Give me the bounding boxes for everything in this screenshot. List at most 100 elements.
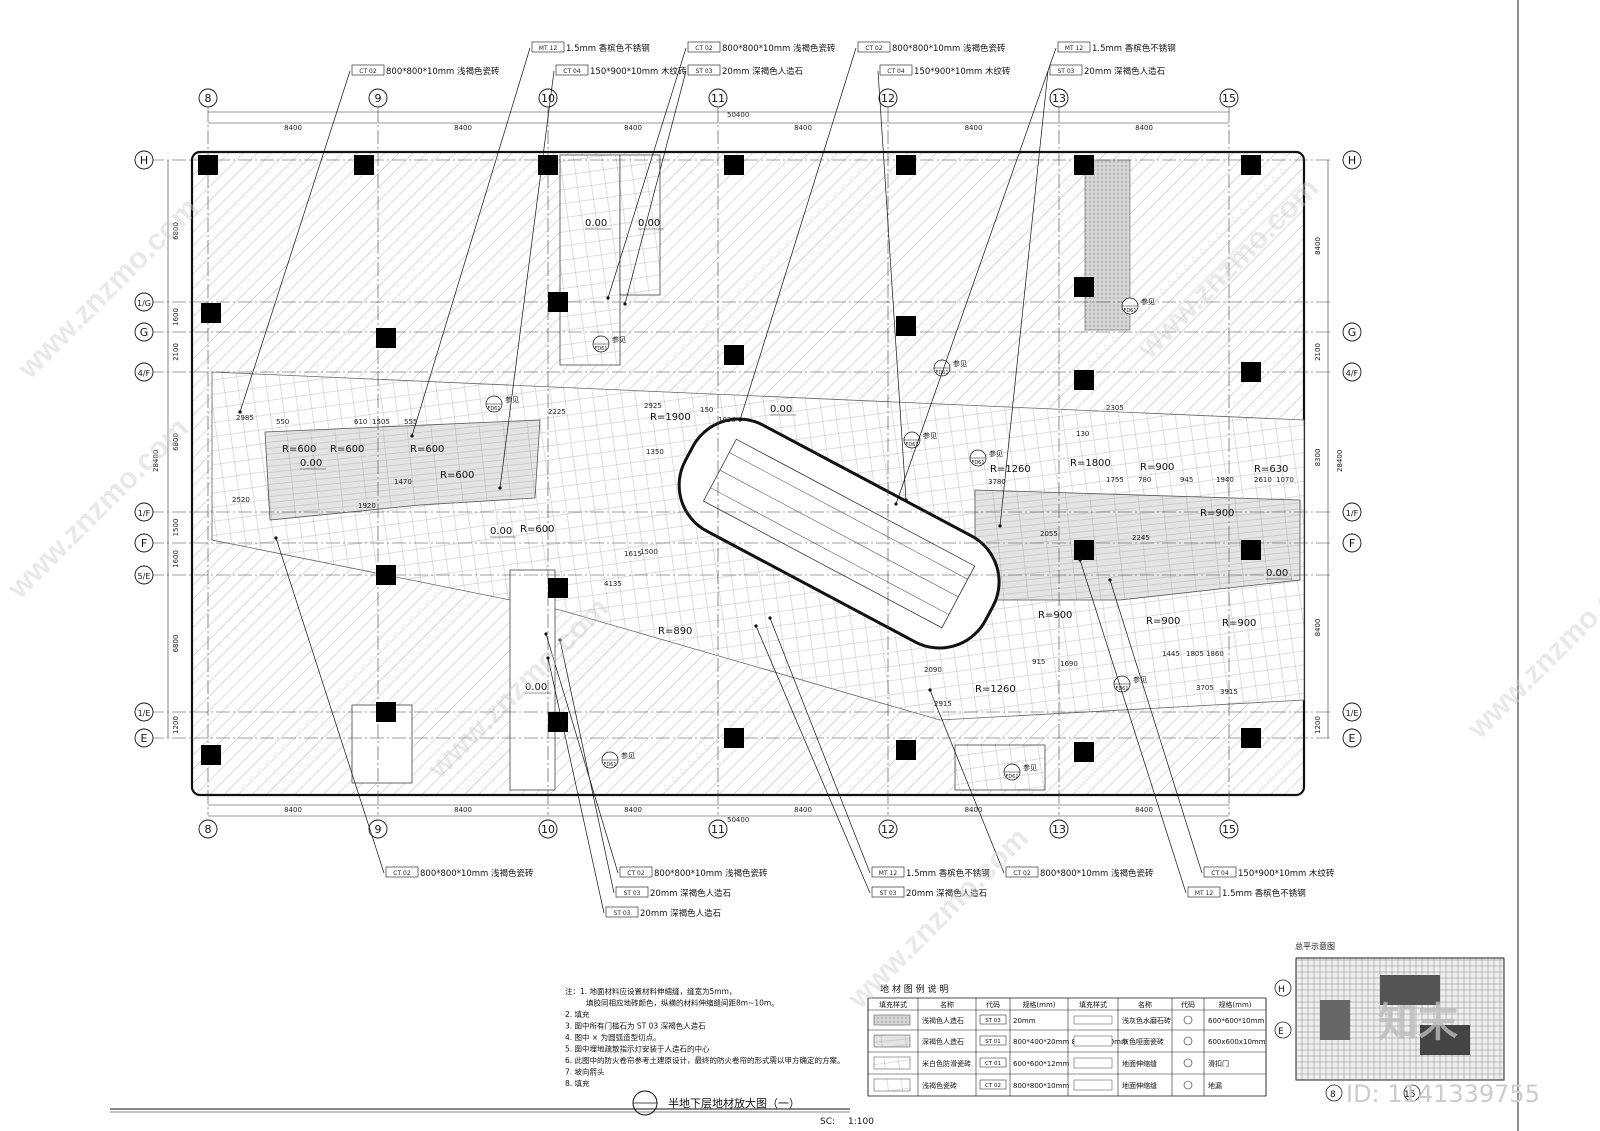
radius-label: R=1260 (990, 464, 1031, 475)
total-dim-top: 50400 (727, 111, 749, 119)
plan-dim: 2985 (236, 414, 254, 422)
note-line: 3. 图中所有门槛石为 ST 03 深褐色人造石 (565, 1021, 706, 1031)
row-dim-left: 1600 (172, 308, 180, 326)
legend-spec-2: 地漏 (1208, 1081, 1222, 1090)
column-block (538, 155, 558, 175)
legend-header: 规格(mm) (1022, 1000, 1055, 1009)
plan-dim: 2915 (934, 700, 952, 708)
axis-bubble-col-9-bottom: 9 (368, 819, 388, 839)
svg-text:1/G: 1/G (137, 299, 151, 308)
radius-label: R=890 (658, 626, 692, 637)
watermark-site-6: www.znzmo.com (1461, 552, 1600, 746)
radius-label: R=1260 (975, 684, 1016, 695)
row-dim-left: 6800 (172, 222, 180, 240)
plan-dim: 2305 (1106, 404, 1124, 412)
legend-header: 填充样式 (1079, 1000, 1107, 1009)
column-block (198, 155, 218, 175)
axis-label: 11 (711, 92, 725, 105)
general-notes: 注：1. 地面材料应设置材料伸缩缝，缝宽为5mm，填胶同相应地砖颜色，纵横的材料… (565, 986, 845, 1088)
level-label: 0.00 (770, 404, 792, 415)
legend-title: 地 材 图 例 说 明 (880, 983, 948, 995)
note-line: 8. 填充 (565, 1078, 590, 1088)
key-plan-col-8: 8 (1330, 1090, 1336, 1100)
column-block (896, 316, 916, 336)
plan-dim: 2245 (1132, 534, 1150, 542)
plan-dim: 2520 (232, 496, 250, 504)
material-callout-top-1: MT 12 1.5mm 香槟色不锈钢 (410, 41, 650, 438)
legend-spec-2: 600x600x10mm (1208, 1038, 1266, 1046)
bay-dim-top: 8400 (284, 124, 302, 132)
callout-text: 1.5mm 香槟色不锈钢 (906, 868, 990, 879)
axis-label: 15 (1222, 823, 1236, 836)
callout-text: 20mm 深褐色人造石 (640, 908, 721, 919)
legend-name: 浅褐色瓷砖 (922, 1081, 957, 1090)
plan-dim: 1470 (394, 478, 412, 486)
level-label: 0.00 (490, 526, 512, 537)
plan-dim: 2225 (548, 408, 566, 416)
column-block (724, 345, 744, 365)
legend-spec: 600*600*12mm (1013, 1060, 1069, 1068)
svg-text:ST 03: ST 03 (985, 1018, 1001, 1024)
plan-dim: 3780 (988, 478, 1006, 486)
column-block (1074, 277, 1094, 297)
axis-bubble-col-8-top: 8 (198, 88, 218, 108)
radius-label: R=900 (1140, 462, 1174, 473)
plan-dim: 2055 (1040, 530, 1058, 538)
bay-dim-bottom: 8400 (454, 806, 472, 814)
callout-text: 1.5mm 香槟色不锈钢 (1092, 43, 1176, 54)
callout-text: 800*800*10mm 浅褐色瓷砖 (420, 868, 534, 879)
column-block (201, 745, 221, 765)
grid-bubbles: 889910101111121213131515H1/GG4/F1/FF5/E1… (134, 88, 1362, 839)
row-dim-left: 6800 (172, 635, 180, 653)
axis-bubble-row-H-right: H (1342, 150, 1362, 170)
outer-dim-right: 28400 (1336, 450, 1344, 472)
key-plan-title: 总平示意图 (1295, 941, 1335, 951)
level-label: 0.00 (300, 458, 322, 469)
axis-bubble-row-F-left: F (134, 533, 154, 553)
svg-text:FD61: FD61 (971, 460, 984, 466)
svg-text:FD61: FD61 (1123, 308, 1136, 314)
svg-text:F: F (1349, 537, 1355, 550)
callout-text: 1.5mm 香槟色不锈钢 (1222, 888, 1306, 899)
callout-text: 20mm 深褐色人造石 (722, 66, 803, 77)
column-block (354, 155, 374, 175)
note-line: 5. 图中埋地疏散指示灯安装于人造石的中心 (565, 1044, 710, 1054)
bay-dim-top: 8400 (965, 124, 983, 132)
legend-name: 深褐色人造石 (922, 1037, 964, 1046)
axis-label: 8 (205, 823, 212, 836)
drawing-title: 半地下层地材放大图（一） (668, 1096, 800, 1110)
note-line: 填胶同相应地砖颜色，纵横的材料伸缩缝间距8m~10m。 (586, 998, 779, 1008)
radius-label: R=900 (1038, 610, 1072, 621)
legend-name-2: 地面伸缩缝 (1122, 1059, 1157, 1068)
row-dim-right: 8400 (1314, 237, 1322, 255)
column-block (1074, 155, 1094, 175)
note-line: 7. 坡向箭头 (565, 1067, 605, 1077)
plan-dim: 1920 (358, 502, 376, 510)
plan-dim: 150 (700, 406, 713, 414)
svg-text:G: G (140, 326, 149, 339)
axis-bubble-row-F-right: F (1342, 533, 1362, 553)
callout-text: 1.5mm 香槟色不锈钢 (566, 43, 650, 54)
svg-text:1/F: 1/F (138, 509, 151, 518)
plan-dim: 130 (1076, 430, 1089, 438)
structural-columns (198, 155, 1261, 765)
reference-text: 参见 (1023, 763, 1037, 772)
svg-text:1/E: 1/E (138, 709, 151, 718)
callout-code: MT 12 (539, 45, 558, 52)
svg-text:5/E: 5/E (138, 572, 151, 581)
callout-code: CT 02 (393, 870, 411, 877)
axis-bubble-col-9-top: 9 (368, 88, 388, 108)
row-dim-left: 1200 (172, 716, 180, 734)
plan-dim: 945 (1180, 476, 1193, 484)
svg-text:E: E (141, 732, 148, 745)
axis-bubble-row-G-left: G (134, 322, 154, 342)
level-label: 0.00 (638, 218, 660, 229)
plan-dim: 1755 (1106, 476, 1124, 484)
